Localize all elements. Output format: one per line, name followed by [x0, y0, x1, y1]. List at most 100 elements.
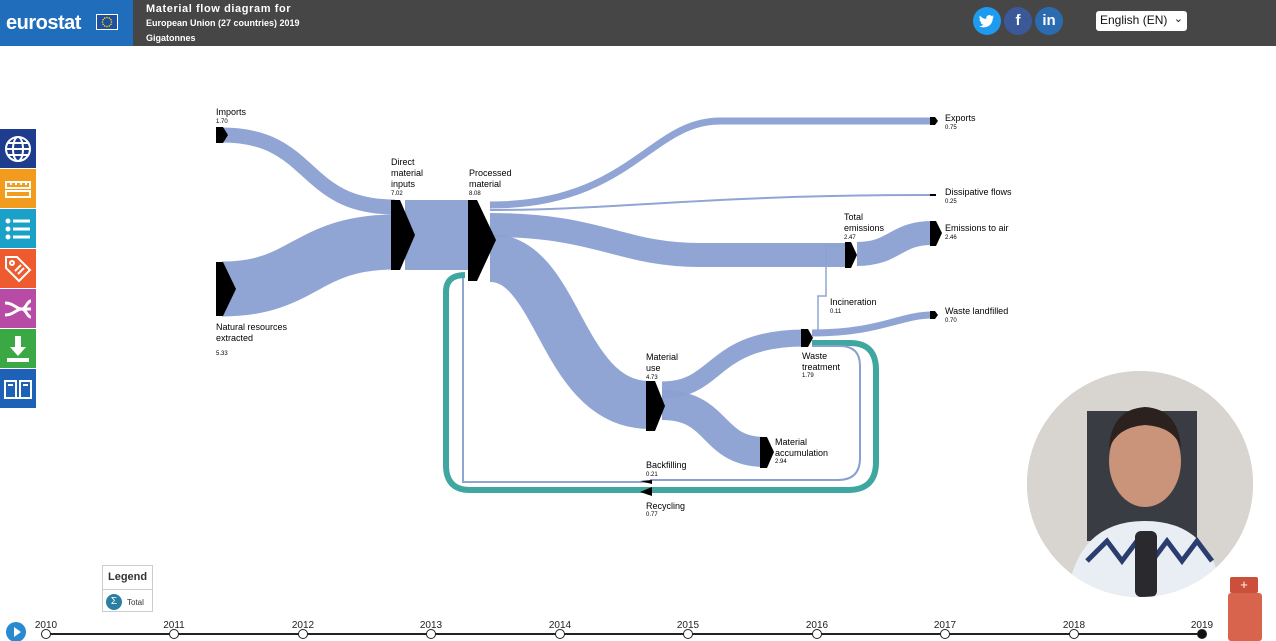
download-button[interactable] [0, 329, 36, 368]
node-recycling[interactable] [640, 487, 652, 496]
value-waste-treatment: 1.79 [802, 373, 814, 379]
flow-backfilling[interactable] [462, 275, 650, 483]
timeline-track[interactable] [46, 633, 1204, 635]
flow-imports-dmi[interactable] [221, 127, 396, 215]
label-incineration: Incineration [830, 297, 877, 307]
flow-waste-incineration[interactable] [817, 245, 847, 330]
node-total-emissions[interactable] [845, 242, 857, 268]
label-waste-treatment: Waste treatment [802, 351, 841, 372]
year-tick[interactable] [683, 629, 693, 639]
flow-emissions-air[interactable] [856, 221, 933, 266]
legend-divider [103, 589, 152, 590]
value-imports: 1.70 [216, 119, 228, 125]
value-backfilling: 0.21 [646, 472, 658, 478]
label-dmi: Direct material inputs [391, 157, 424, 189]
widget-button[interactable] [1228, 593, 1262, 641]
year-label[interactable]: 2019 [1190, 620, 1214, 631]
flow-materialuse-waste[interactable] [661, 329, 806, 399]
node-imports[interactable] [216, 127, 228, 143]
year-tick[interactable] [1069, 629, 1079, 639]
node-natural[interactable] [216, 262, 236, 316]
node-waste-treatment[interactable] [801, 329, 813, 347]
year-tick[interactable] [169, 629, 179, 639]
value-dmi: 7.02 [391, 191, 403, 197]
flow-processed-emissions[interactable] [489, 213, 847, 267]
node-exports[interactable] [930, 117, 938, 125]
value-dissipative: 0.25 [945, 199, 957, 205]
legend-title: Legend [108, 571, 148, 583]
year-label[interactable]: 2014 [548, 620, 572, 631]
year-tick[interactable] [940, 629, 950, 639]
label-total-emissions: Total emissions [844, 212, 885, 233]
flow-processed-materialuse[interactable] [487, 234, 652, 429]
label-recycling: Recycling [646, 501, 686, 511]
year-tick[interactable] [555, 629, 565, 639]
book-icon [4, 379, 32, 399]
value-incineration: 0.11 [830, 309, 842, 315]
title-block: Material flow diagram for European Union… [146, 2, 300, 46]
flow-recycling[interactable] [443, 272, 879, 493]
value-emissions-air: 2.46 [945, 235, 957, 241]
eurostat-logo[interactable]: eurostat [0, 0, 133, 46]
year-label[interactable]: 2012 [291, 620, 315, 631]
ruler-button[interactable] [0, 169, 36, 208]
header-bar: eurostat Material flow diagram for Europ… [0, 0, 1276, 46]
year-label[interactable]: 2018 [1062, 620, 1086, 631]
value-processed: 8.08 [469, 191, 481, 197]
flow-backfilling-inner[interactable] [650, 345, 861, 481]
year-label[interactable]: 2015 [676, 620, 700, 631]
year-tick[interactable] [298, 629, 308, 639]
facebook-icon: f [1015, 12, 1021, 29]
material-flow-diagram: Imports 1.70 Natural resources extracted… [0, 46, 1276, 606]
node-waste-landfilled[interactable] [930, 311, 938, 319]
book-button[interactable] [0, 369, 36, 408]
year-label[interactable]: 2016 [805, 620, 829, 631]
value-material-use: 4.73 [646, 375, 658, 381]
legend-item-total[interactable]: Total [127, 598, 144, 607]
label-waste-landfilled: Waste landfilled [945, 306, 1009, 316]
tag-button[interactable] [0, 249, 36, 288]
list-button[interactable] [0, 209, 36, 248]
flow-processed-exports[interactable] [489, 117, 932, 209]
label-natural: Natural resources extracted [216, 322, 288, 343]
label-material-use: Material use [646, 352, 679, 373]
node-emissions-air[interactable] [930, 221, 942, 246]
node-processed[interactable] [468, 200, 496, 281]
year-tick[interactable] [426, 629, 436, 639]
legend: Legend Σ Total [102, 565, 153, 612]
year-tick-selected[interactable] [1197, 629, 1207, 639]
flow-waste-landfilled[interactable] [811, 311, 933, 337]
flow-natural-dmi[interactable] [221, 214, 396, 317]
node-dissipative[interactable] [930, 194, 936, 196]
flow-processed-dissipative[interactable] [489, 194, 933, 211]
year-label[interactable]: 2010 [34, 620, 58, 631]
tag-icon [5, 255, 32, 282]
value-waste-landfilled: 0.70 [945, 318, 957, 324]
linkedin-button[interactable]: in [1035, 7, 1063, 35]
globe-icon [5, 135, 31, 162]
value-recycling: 0.77 [646, 512, 658, 518]
year-label[interactable]: 2011 [163, 620, 185, 631]
twitter-button[interactable] [973, 7, 1001, 35]
node-material-use[interactable] [646, 381, 665, 431]
year-label[interactable]: 2013 [419, 620, 443, 631]
year-tick[interactable] [812, 629, 822, 639]
side-toolbar [0, 129, 36, 408]
node-material-accumulation[interactable] [760, 437, 774, 468]
play-button[interactable] [6, 622, 26, 641]
flow-button[interactable] [0, 289, 36, 328]
year-label[interactable]: 2017 [933, 620, 957, 631]
sigma-icon[interactable]: Σ [106, 594, 122, 610]
node-dmi[interactable] [391, 200, 415, 270]
logo-text: eurostat [6, 12, 81, 34]
linkedin-icon: in [1042, 12, 1056, 29]
year-tick[interactable] [41, 629, 51, 639]
zoom-plus-button[interactable]: + [1230, 577, 1258, 593]
node-backfilling[interactable] [640, 480, 652, 484]
value-material-accumulation: 2.94 [775, 459, 787, 465]
facebook-button[interactable]: f [1004, 7, 1032, 35]
globe-button[interactable] [0, 129, 36, 168]
flow-materialuse-accumulation[interactable] [661, 390, 766, 467]
language-select[interactable]: English (EN) ⌄ [1096, 11, 1187, 31]
